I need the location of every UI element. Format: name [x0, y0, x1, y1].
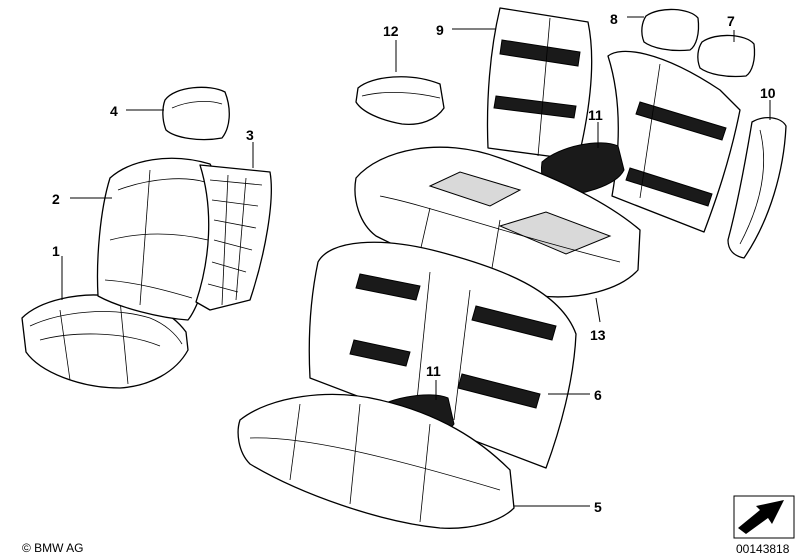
orientation-arrow-box: [733, 495, 795, 539]
part-6-rear-backrest-lower: [308, 241, 577, 469]
callout-8: 8: [610, 11, 618, 27]
part-2-backrest: [96, 157, 218, 321]
part-10-side-bolster: [727, 116, 787, 259]
callout-4: 4: [110, 103, 118, 119]
part-9-rear-backrest: [486, 7, 593, 161]
part-4-headrest: [162, 86, 230, 141]
callout-2: 2: [52, 191, 60, 207]
part-5-rear-bench-cushion: [237, 393, 515, 529]
part-7-rear-headrest: [697, 34, 756, 78]
callout-3: 3: [246, 127, 254, 143]
callout-13: 13: [590, 327, 606, 343]
part-12-armrest-cushion: [355, 76, 445, 126]
callout-11-lower: 11: [426, 363, 441, 379]
rear-backrest-right: [607, 50, 741, 233]
part-1-seat-cushion: [21, 294, 189, 389]
callout-9: 9: [436, 22, 444, 38]
callout-6: 6: [594, 387, 602, 403]
orientation-arrow-icon: [738, 500, 784, 534]
image-number: 00143818: [736, 542, 790, 556]
part-8-rear-headrest: [641, 8, 700, 52]
part-3-backrest-frame: [195, 164, 272, 311]
callout-7: 7: [727, 13, 735, 29]
leader-lines: [61, 16, 771, 507]
callout-1: 1: [52, 243, 60, 259]
callouts: 1 2 3 4 5 6 7 8 9 10 11 11 12 13: [52, 11, 776, 515]
callout-11-upper: 11: [588, 107, 603, 123]
copyright-text: © BMW AG: [22, 541, 84, 555]
callout-12: 12: [383, 23, 399, 39]
callout-10: 10: [760, 85, 776, 101]
callout-5: 5: [594, 499, 602, 515]
